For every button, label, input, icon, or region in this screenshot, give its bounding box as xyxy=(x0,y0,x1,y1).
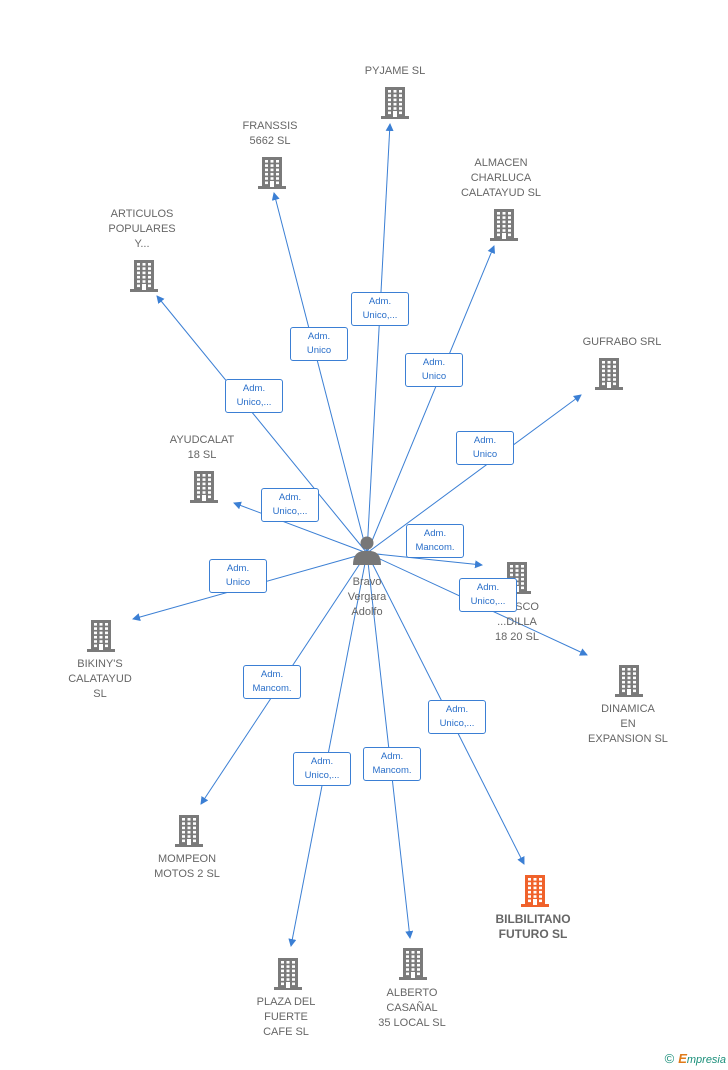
role-badge-franssis: Adm. Unico xyxy=(290,327,348,361)
footer-brand: ©Empresia xyxy=(665,1051,726,1066)
company-label-articulos[interactable]: ARTICULOS POPULARES Y... xyxy=(108,208,176,250)
brand-initial: E xyxy=(678,1051,687,1066)
role-badge-mompeon: Adm. Mancom. xyxy=(243,665,301,699)
brand-name: mpresia xyxy=(686,1054,726,1066)
role-badge-almacen: Adm. Unico xyxy=(405,353,463,387)
edge-pyjame xyxy=(366,123,394,554)
company-label-alberto[interactable]: ALBERTO CASAÑAL 35 LOCAL SL xyxy=(378,987,446,1029)
building-icon-articulos xyxy=(130,260,158,292)
role-badge-bikinys: Adm. Unico xyxy=(209,559,267,593)
role-badge-plaza: Adm. Unico,... xyxy=(293,752,351,786)
role-badge-dinamica: Adm. Unico,... xyxy=(459,578,517,612)
edge-ayudcalat xyxy=(233,501,368,554)
role-badge-articulos: Adm. Unico,... xyxy=(225,379,283,413)
role-badge-francisco: Adm. Mancom. xyxy=(406,524,464,558)
person-icon xyxy=(353,536,381,565)
role-badge-pyjame: Adm. Unico,... xyxy=(351,292,409,326)
company-label-franssis[interactable]: FRANSSIS 5662 SL xyxy=(242,120,298,147)
person-name[interactable]: Bravo Vergara Adolfo xyxy=(347,576,387,618)
role-badge-gufrabo: Adm. Unico xyxy=(456,431,514,465)
role-badge-bilbilitano: Adm. Unico,... xyxy=(428,700,486,734)
company-label-almacen[interactable]: ALMACEN CHARLUCA CALATAYUD SL xyxy=(460,157,542,199)
building-icon-bilbilitano xyxy=(521,875,549,907)
edge-gufrabo xyxy=(366,394,582,554)
building-icon-dinamica xyxy=(615,665,643,697)
company-label-dinamica[interactable]: DINAMICA EN EXPANSION SL xyxy=(588,703,668,745)
building-icon-franssis xyxy=(258,157,286,189)
edge-articulos xyxy=(156,295,368,554)
edge-alberto xyxy=(366,552,414,939)
company-label-plaza[interactable]: PLAZA DEL FUERTE CAFE SL xyxy=(256,996,316,1038)
edge-franssis xyxy=(271,192,368,554)
edge-almacen xyxy=(366,245,496,554)
copyright-symbol: © xyxy=(664,1051,675,1066)
building-icon-alberto xyxy=(399,948,427,980)
building-icon-plaza xyxy=(274,958,302,990)
company-label-bilbilitano[interactable]: BILBILITANO FUTURO SL xyxy=(495,912,571,941)
building-icon-pyjame xyxy=(381,87,409,119)
company-label-gufrabo[interactable]: GUFRABO SRL xyxy=(582,336,662,348)
building-icon-bikinys xyxy=(87,620,115,652)
building-icon-almacen xyxy=(490,209,518,241)
edge-plaza xyxy=(288,552,368,947)
company-label-pyjame[interactable]: PYJAME SL xyxy=(364,65,426,77)
company-label-mompeon[interactable]: MOMPEON MOTOS 2 SL xyxy=(154,853,220,880)
company-label-francisco[interactable]: ...CISCO ...DILLA 18 20 SL xyxy=(494,601,540,643)
building-icon-gufrabo xyxy=(595,358,623,390)
building-icon-ayudcalat xyxy=(190,471,218,503)
role-badge-alberto: Adm. Mancom. xyxy=(363,747,421,781)
building-icon-mompeon xyxy=(175,815,203,847)
company-label-bikinys[interactable]: BIKINY'S CALATAYUD SL xyxy=(68,658,132,700)
role-badge-ayudcalat: Adm. Unico,... xyxy=(261,488,319,522)
edge-francisco xyxy=(366,552,483,569)
company-label-ayudcalat[interactable]: AYUDCALAT 18 SL xyxy=(169,434,235,461)
